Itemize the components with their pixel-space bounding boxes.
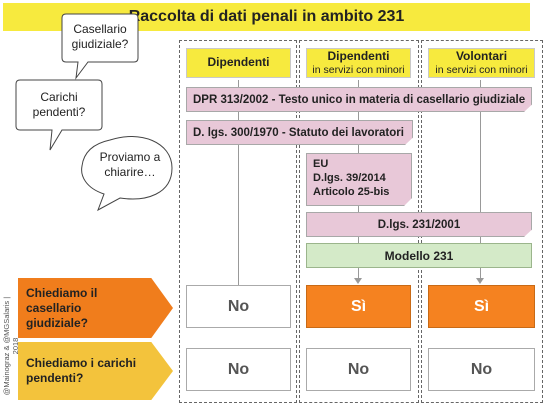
bubble-carichi-text: Carichi pendenti? <box>32 90 86 119</box>
credit-text: @Mainograz & @MGSalaris | 2018 <box>2 296 20 396</box>
column-subtitle: in servizi con minori <box>435 63 528 76</box>
column-frame-dipendenti <box>179 40 297 403</box>
column-title: Volontari <box>455 49 508 64</box>
column-title: Dipendenti <box>207 55 270 70</box>
answer-carichi-dipendenti: No <box>186 348 291 391</box>
law-eu-label: EU <box>313 158 329 170</box>
answer-carichi-dipendenti-minori: No <box>306 348 411 391</box>
arrow-down-icon <box>354 278 362 284</box>
column-header-dipendenti: Dipendenti <box>186 48 291 78</box>
modello-231-box: Modello 231 <box>306 243 532 268</box>
law-eu-decree: D.lgs. 39/2014 <box>313 171 386 184</box>
bubble-casellario-shape <box>61 13 139 80</box>
modello-label: Modello 231 <box>384 248 454 263</box>
bubble-casellario-text: Casellario giudiziale? <box>71 22 129 51</box>
answer-casellario-dipendenti: No <box>186 285 291 328</box>
guide-line-col3 <box>480 80 481 278</box>
law-label: DPR 313/2002 - Testo unico in materia di… <box>193 93 526 106</box>
question-casellario-label: Chiediamo il casellario giudiziale? <box>26 285 98 330</box>
answer-casellario-dipendenti-minori: Sì <box>306 285 411 328</box>
bubble-proviamo-text: Proviamo a chiarire… <box>99 150 161 179</box>
answer-carichi-volontari-minori: No <box>428 348 535 391</box>
question-carichi-arrow: Chiediamo i carichi pendenti? <box>18 342 173 400</box>
arrow-down-icon <box>476 278 484 284</box>
answer-casellario-volontari-minori: Sì <box>428 285 535 328</box>
question-casellario-arrow: Chiediamo il casellario giudiziale? <box>18 278 173 338</box>
law-label: D. lgs. 300/1970 - Statuto dei lavorator… <box>193 126 404 139</box>
question-carichi-label: Chiediamo i carichi pendenti? <box>26 356 137 385</box>
law-dlgs-231-2001: D.lgs. 231/2001 <box>306 212 532 237</box>
bubble-proviamo-shape <box>81 136 173 212</box>
law-dpr-313-2002: DPR 313/2002 - Testo unico in materia di… <box>186 87 532 112</box>
guide-line-col1 <box>238 80 239 285</box>
column-subtitle: in servizi con minori <box>312 63 405 76</box>
column-header-dipendenti-minori: Dipendenti in servizi con minori <box>306 48 411 78</box>
law-eu-dlgs-39-2014: EU D.lgs. 39/2014 Articolo 25-bis <box>306 153 412 206</box>
law-dlgs-300-1970: D. lgs. 300/1970 - Statuto dei lavorator… <box>186 120 413 145</box>
bubble-carichi-shape <box>15 79 103 151</box>
law-label: D.lgs. 231/2001 <box>377 218 461 231</box>
column-title: Dipendenti <box>327 49 390 64</box>
column-header-volontari-minori: Volontari in servizi con minori <box>428 48 535 78</box>
law-eu-article: Articolo 25-bis <box>313 185 390 198</box>
